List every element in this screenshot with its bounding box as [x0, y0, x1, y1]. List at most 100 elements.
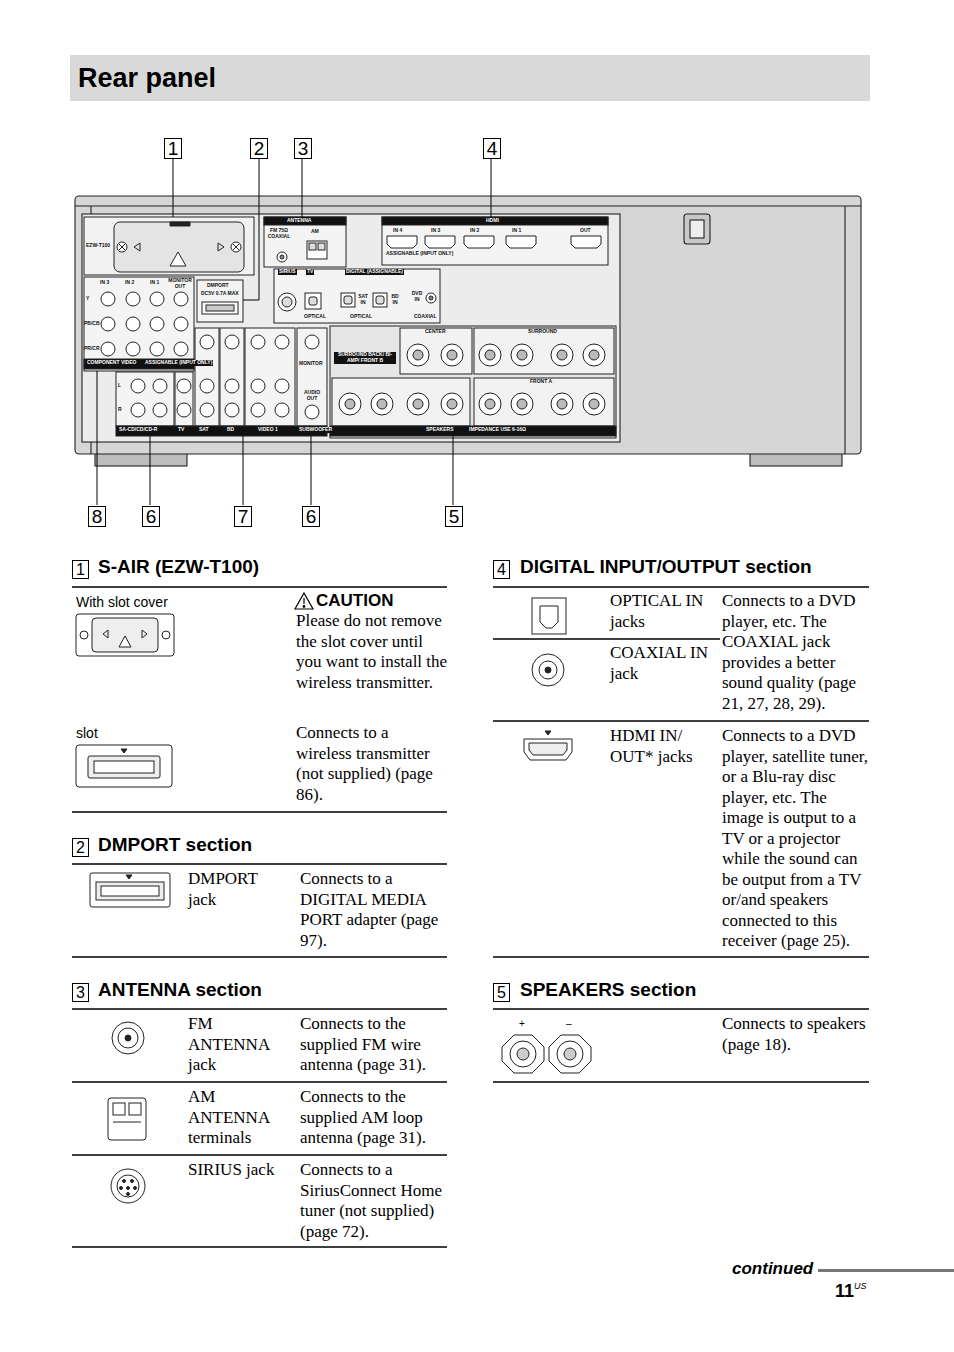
leader-lines-part — [97, 371, 98, 505]
panel-label: L — [118, 383, 121, 389]
speaker-terminals-part — [400, 328, 472, 374]
audio-video-jacks-part-part — [200, 403, 214, 417]
speaker-terminals-part-part — [377, 399, 387, 409]
component-video-module-part-part — [174, 317, 188, 331]
panel-label: IMPEDANCE USE 6-16Ω — [468, 427, 527, 433]
speaker-terminals-part-part — [447, 350, 457, 360]
table-icons-part — [90, 873, 170, 907]
audio-video-jacks-part-part — [251, 403, 265, 417]
leader-lines — [97, 159, 491, 505]
digital-module-part — [376, 296, 384, 304]
component-video-module-part-part — [150, 342, 164, 356]
panel-label: TV — [177, 427, 185, 433]
table-icons-part — [117, 1175, 139, 1197]
callout-text: 3 — [76, 985, 85, 1001]
audio-video-jacks-part-part — [251, 335, 265, 349]
ezw-slot-module-part — [233, 244, 239, 250]
antenna-module-part — [277, 252, 287, 262]
speaker-terminals-part-part — [551, 344, 573, 366]
dmport-module-part — [197, 280, 243, 322]
audio-video-jacks-part — [175, 372, 193, 426]
speaker-terminals-part-part — [345, 399, 355, 409]
table-icons-part-part — [127, 1193, 130, 1196]
table-cell: Connects to a wireless transmitter (not … — [296, 723, 448, 805]
panel-label: COAXIAL — [414, 314, 437, 320]
table-icons-part — [545, 731, 551, 735]
table-cell: OPTICAL IN jacks — [610, 591, 720, 632]
caution-symbol-part — [303, 598, 304, 604]
speaker-terminals-part-part — [551, 393, 573, 415]
audio-video-jacks-part-part — [225, 403, 239, 417]
panel-label: VIDEO 1 — [257, 427, 279, 433]
table-icons-part — [524, 739, 572, 760]
audio-video-jacks-part — [245, 328, 295, 426]
section-heading: S-AIR (EZW-T100) — [98, 556, 259, 578]
callout-text: 5 — [497, 985, 506, 1001]
panel-label: SUBWOOFER — [298, 427, 333, 433]
speaker-terminals-part-part — [479, 393, 501, 415]
component-video-module-part-part — [150, 317, 164, 331]
dmport-module — [197, 280, 243, 322]
speaker-terminals-part — [330, 426, 616, 436]
table-cell: COAXIAL IN jack — [610, 643, 720, 684]
panel-label: EZW-T100 — [86, 243, 110, 249]
panel-label: AUDIO OUT — [300, 390, 324, 402]
leader-lines-part — [150, 436, 151, 505]
panel-label: OPTICAL — [304, 314, 326, 320]
table-icons-part — [540, 606, 558, 628]
page-title: Rear panel — [78, 62, 216, 94]
leader-lines-part — [243, 159, 259, 300]
callout-text: 6 — [146, 507, 157, 526]
section-heading: DIGITAL INPUT/OUTPUT section — [520, 556, 812, 578]
speaker-terminals-part-part — [557, 399, 567, 409]
audio-video-jacks-part-part — [225, 335, 239, 349]
component-video-module-part-part — [150, 292, 164, 306]
speaker-terminals-part-part — [413, 350, 423, 360]
section-heading: SPEAKERS section — [520, 979, 696, 1001]
callout-number: 5 — [445, 506, 463, 527]
audio-video-jacks-part — [131, 335, 319, 419]
table-icons-part — [118, 1028, 138, 1048]
antenna-module-part — [264, 217, 346, 267]
table-icons-part — [510, 1041, 536, 1067]
audio-video-jacks-part — [195, 328, 219, 426]
panel-label: OUT — [580, 228, 591, 234]
table-icons-part-part — [127, 1187, 130, 1190]
component-video-module-part-part — [126, 342, 140, 356]
table-icons-part — [111, 1169, 145, 1203]
speaker-terminals-part — [330, 326, 616, 438]
page-label: – — [566, 1018, 572, 1029]
audio-video-jacks-part-part — [275, 335, 289, 349]
table-cell: Please do not remove the slot cover unti… — [296, 611, 448, 693]
panel-label: OPTICAL — [350, 314, 372, 320]
audio-video-jacks-part-part — [275, 403, 289, 417]
panel-label: IN 4 — [393, 228, 402, 234]
audio-video-jacks-part-part — [153, 403, 167, 417]
audio-video-jacks-part — [297, 328, 327, 426]
ezw-slot-module-part — [117, 242, 127, 252]
callout-text: 4 — [487, 139, 498, 158]
speaker-terminals-part-part — [485, 399, 495, 409]
component-video-module-part-part — [101, 317, 115, 331]
table-icons-part-part — [123, 1180, 126, 1183]
component-video-module-part-part — [174, 292, 188, 306]
table-icons-part — [76, 614, 174, 656]
panel-label: IN 1 — [512, 228, 521, 234]
receiver-chassis-part — [684, 214, 710, 244]
antenna-module-part — [307, 241, 327, 259]
ezw-slot-module-part — [134, 243, 224, 251]
ezw-slot-module-part — [114, 222, 244, 272]
table-cell: HDMI IN/ OUT* jacks — [610, 726, 715, 767]
caution-symbol-part — [303, 606, 305, 608]
leader-lines-part — [302, 159, 303, 217]
callout-text: 8 — [92, 507, 103, 526]
speaker-terminals-part-part — [441, 344, 463, 366]
digital-module-part — [309, 297, 317, 305]
receiver-chassis-part — [75, 206, 861, 454]
speaker-terminals-part-part — [339, 393, 361, 415]
speaker-terminals-part-part — [441, 393, 463, 415]
leader-lines-part — [453, 436, 454, 505]
receiver-chassis — [75, 196, 861, 466]
ezw-slot-module-part — [84, 217, 254, 275]
